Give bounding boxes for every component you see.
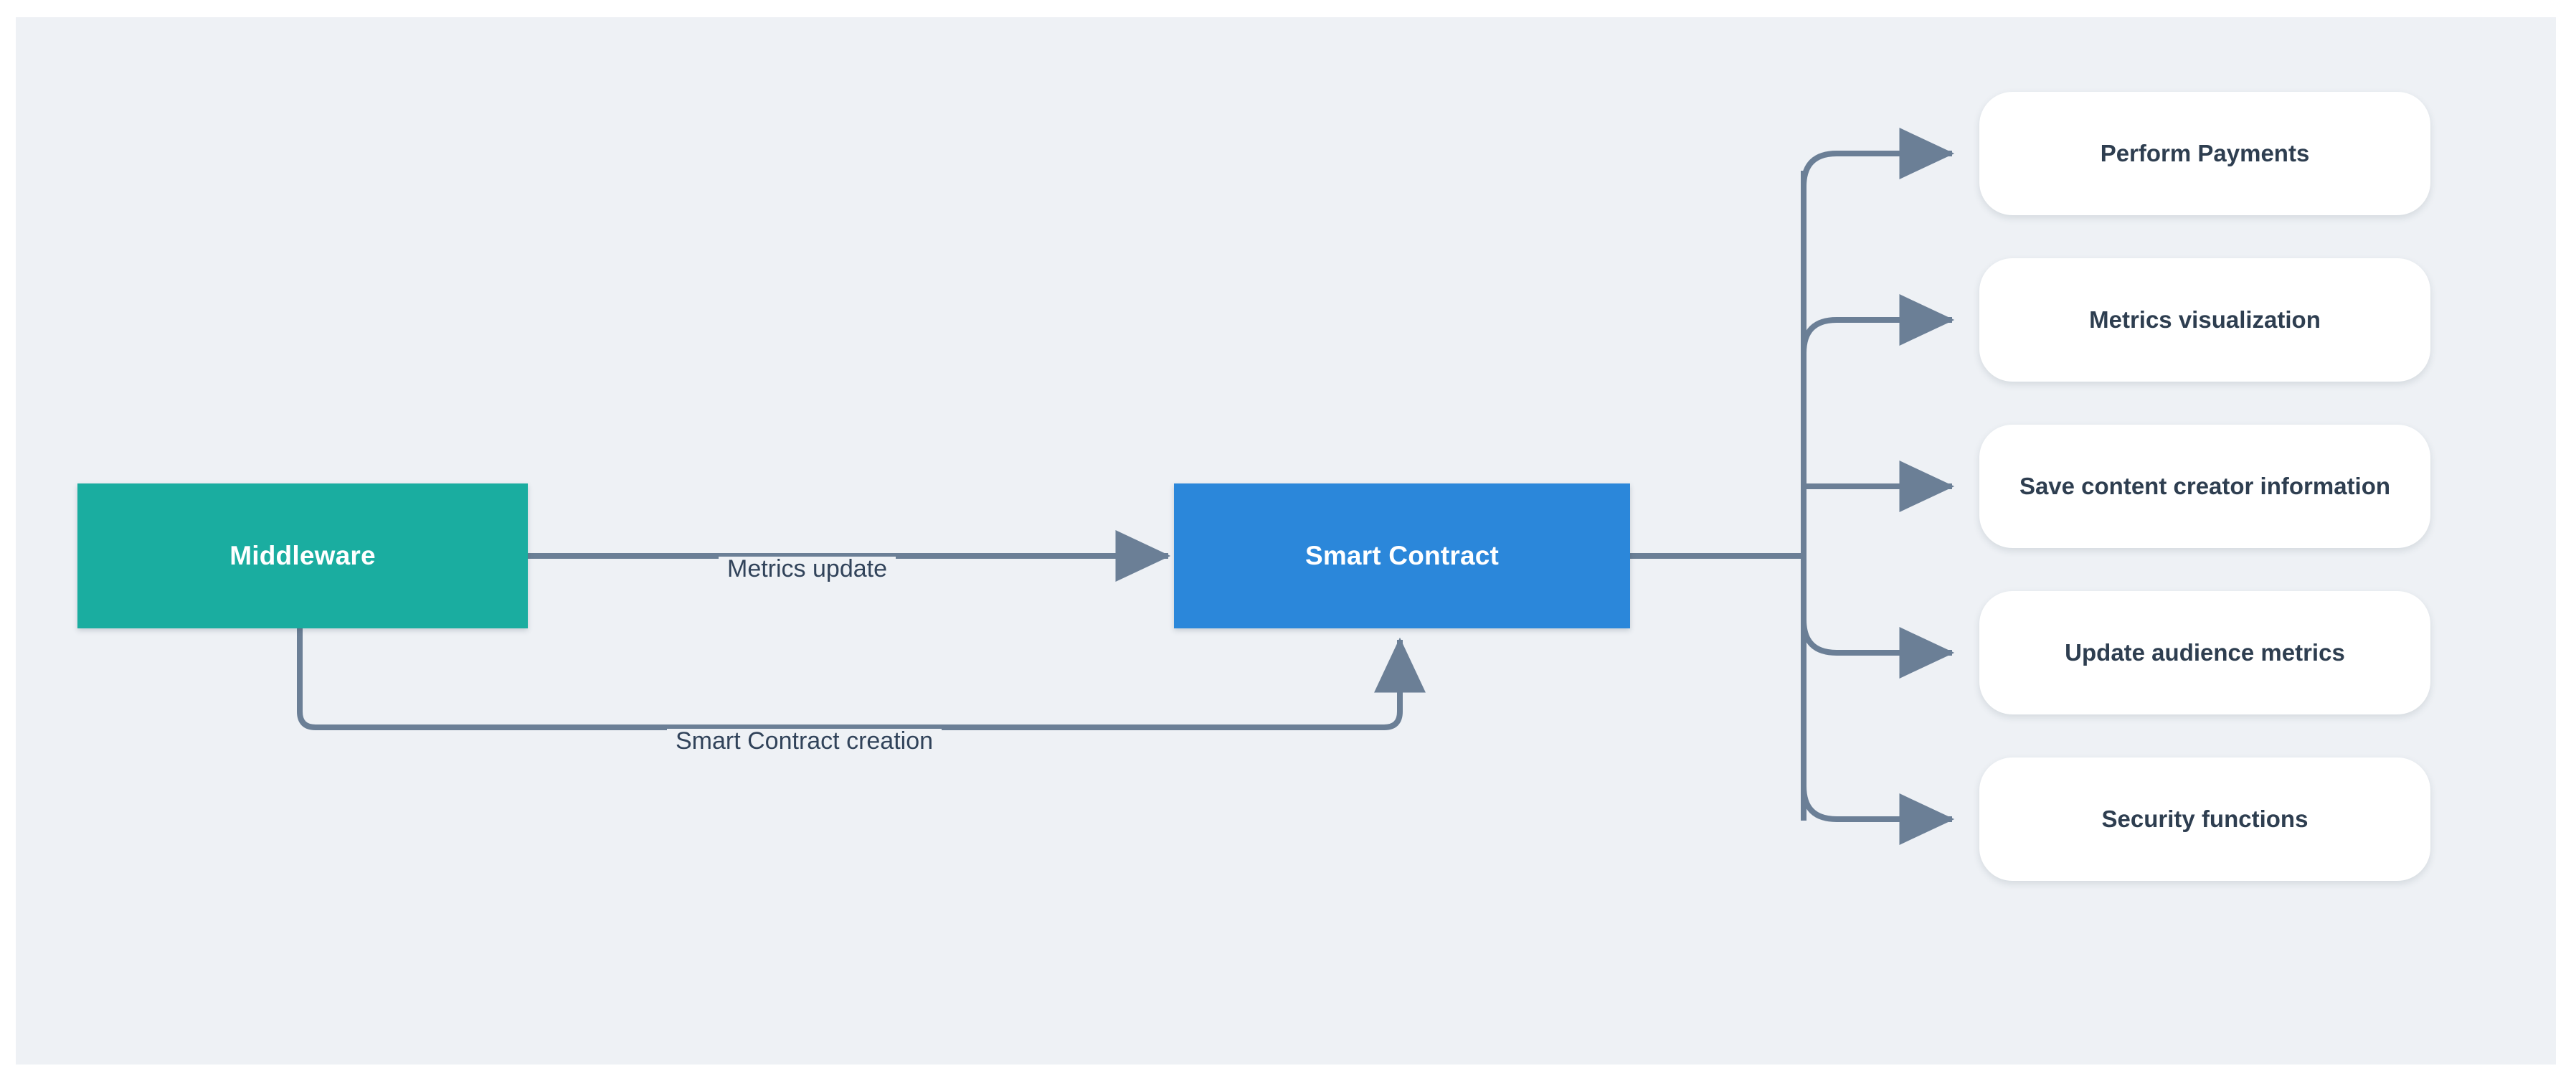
node-smart-contract[interactable]: Smart Contract	[1174, 483, 1630, 628]
diagram-canvas: Middleware Smart Contract Metrics update…	[16, 17, 2556, 1065]
card-security-functions-label: Security functions	[2101, 806, 2309, 833]
connector-layer	[297, 128, 1955, 845]
edge-label-smart-contract-creation: Smart Contract creation	[667, 729, 942, 753]
node-middleware-label: Middleware	[229, 540, 376, 570]
card-update-audience-metrics-label: Update audience metrics	[2065, 639, 2345, 666]
edge-branch-security-functions	[1801, 785, 1955, 845]
card-save-content-creator-information-label: Save content creator information	[2019, 473, 2391, 500]
card-metrics-visualization-label: Metrics visualization	[2089, 306, 2321, 334]
card-metrics-visualization[interactable]: Metrics visualization	[1979, 258, 2430, 382]
node-smart-contract-label: Smart Contract	[1304, 540, 1500, 570]
edge-branch-metrics-visualization	[1801, 294, 1955, 354]
card-security-functions[interactable]: Security functions	[1979, 757, 2430, 881]
card-save-content-creator-information[interactable]: Save content creator information	[1979, 425, 2430, 548]
card-perform-payments-label: Perform Payments	[2100, 140, 2310, 167]
edge-smart-contract-creation-line	[297, 628, 1426, 730]
edge-branch-perform-payments	[1801, 128, 1955, 187]
edge-branch-update-audience-metrics	[1801, 619, 1955, 679]
edge-label-metrics-update: Metrics update	[719, 557, 896, 581]
card-perform-payments[interactable]: Perform Payments	[1979, 92, 2430, 215]
node-middleware[interactable]: Middleware	[77, 483, 528, 628]
card-update-audience-metrics[interactable]: Update audience metrics	[1979, 591, 2430, 714]
